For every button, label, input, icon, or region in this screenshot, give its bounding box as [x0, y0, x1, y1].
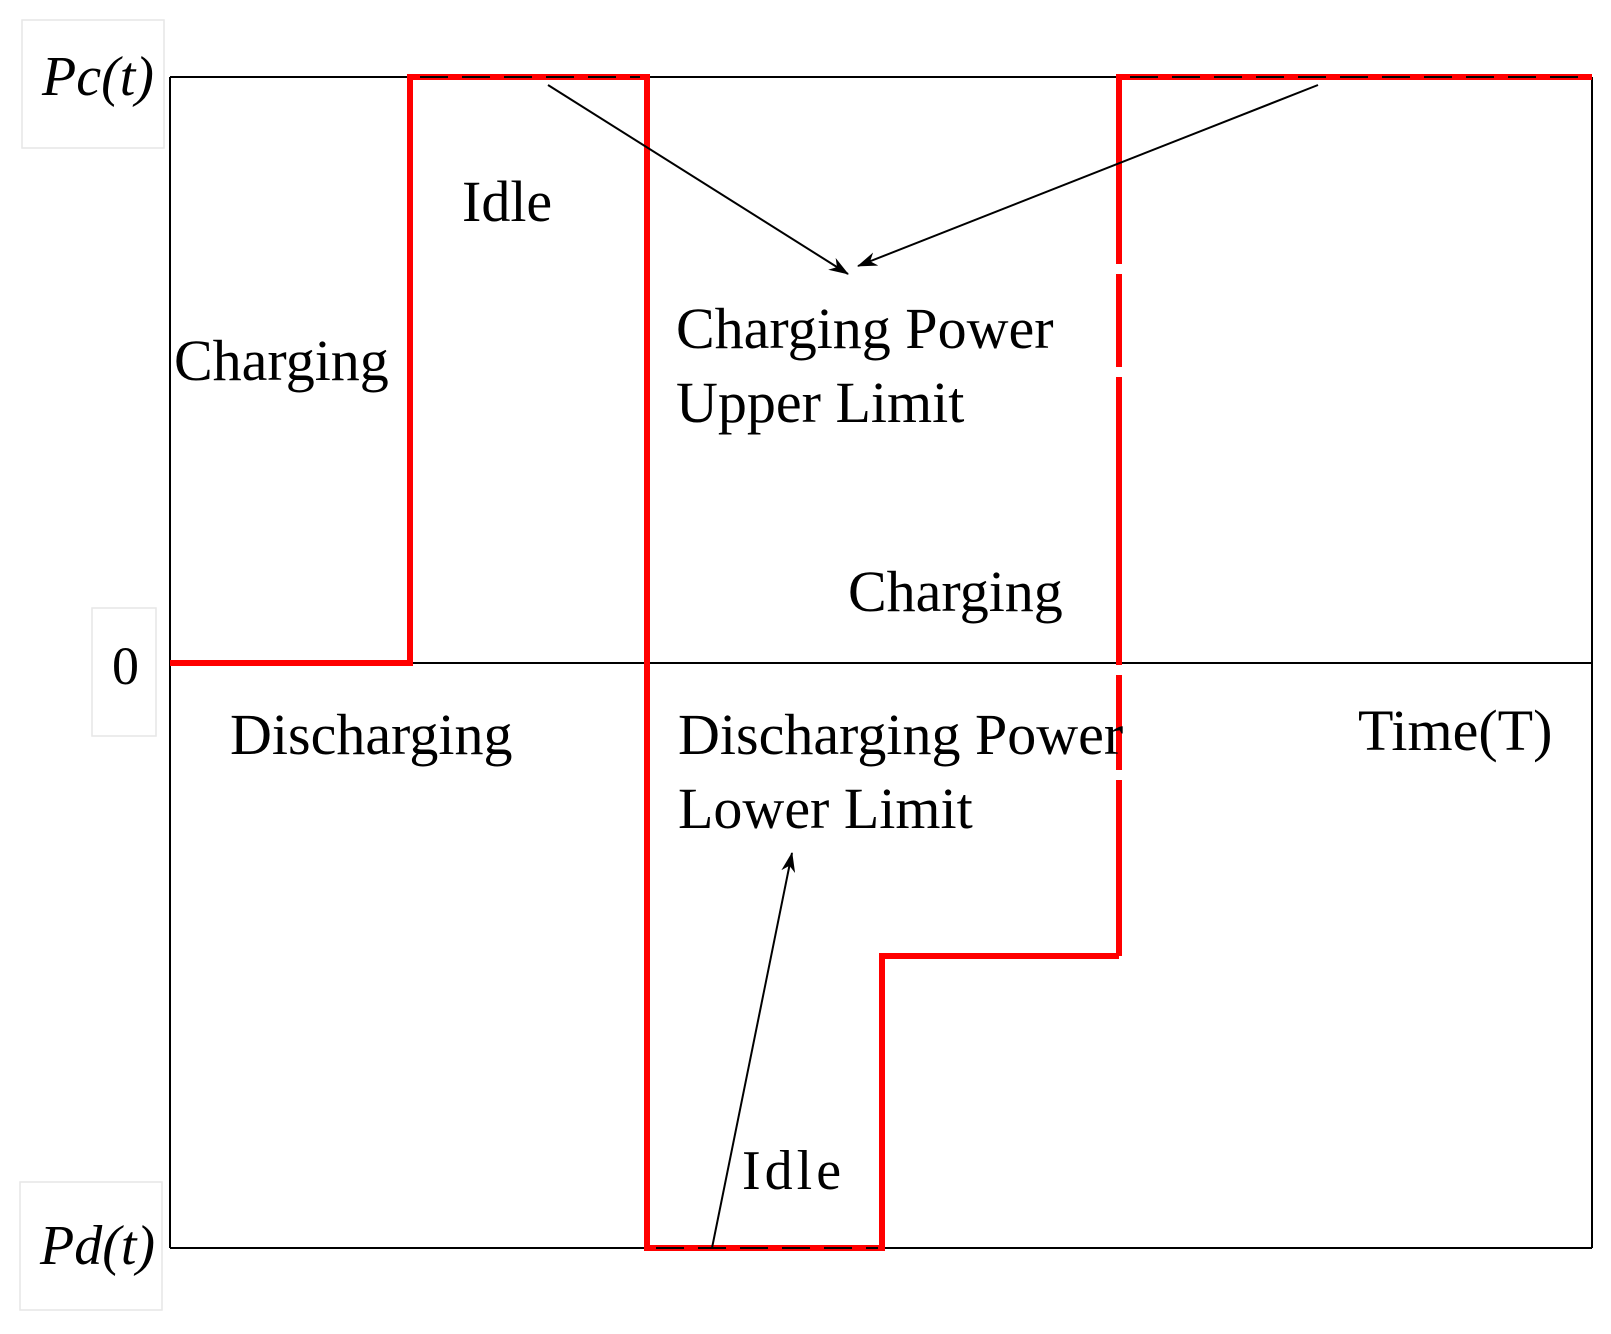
label-box-pc — [21, 19, 165, 149]
axis-label-zero: 0 — [112, 636, 139, 696]
label-idle-top: Idle — [462, 169, 552, 234]
label-discharging-left: Discharging — [230, 702, 512, 767]
label-charging-left: Charging — [174, 328, 389, 393]
label-box-pd — [19, 1181, 163, 1311]
axis-label-pc: Pc(t) — [41, 46, 154, 108]
arrow-lower — [711, 852, 796, 1249]
label-box-zero — [91, 607, 157, 737]
label-discharging-lower-limit-1: Discharging Power — [678, 702, 1123, 767]
label-discharging-lower-limit-2: Lower Limit — [678, 776, 973, 841]
label-charging-right: Charging — [848, 559, 1063, 624]
arrow-upper-left — [547, 84, 849, 275]
annotation-arrows — [547, 84, 1319, 1249]
axis-label-time: Time(T) — [1358, 698, 1552, 763]
label-idle-bottom: Idle — [742, 1140, 845, 1202]
label-charging-upper-limit-2: Upper Limit — [676, 370, 964, 435]
axis-label-pd: Pd(t) — [39, 1215, 155, 1277]
limit-dashes-overlay — [420, 76, 1590, 1249]
label-charging-upper-limit-1: Charging Power — [676, 296, 1054, 361]
profile-left-step — [170, 74, 1119, 1251]
arrow-upper-right — [857, 84, 1319, 267]
